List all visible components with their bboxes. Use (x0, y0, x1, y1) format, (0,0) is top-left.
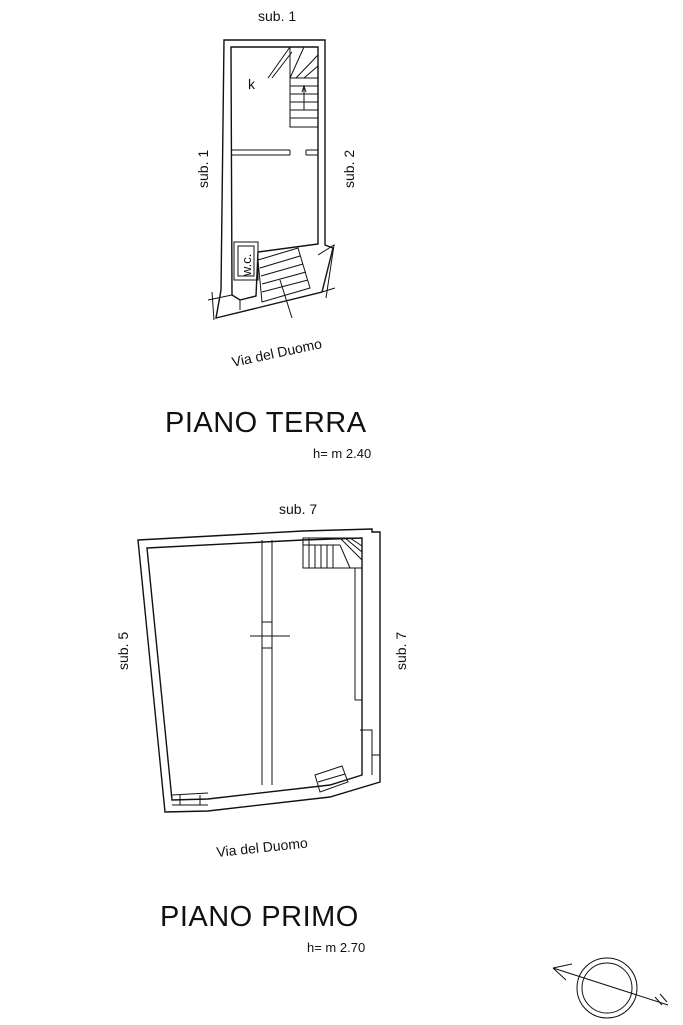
ground-floor-neighbor-right: sub. 2 (341, 150, 357, 188)
first-floor-window-left (171, 792, 209, 806)
north-arrow-icon (552, 957, 669, 1019)
ground-floor-inner-wall (230, 46, 319, 301)
first-floor-central-wall (250, 540, 290, 785)
ground-floor-street: Via del Duomo (230, 335, 323, 370)
ground-floor-neighbor-left: sub. 1 (195, 150, 211, 188)
first-floor-inner-wall (146, 537, 363, 801)
ground-floor-entrance-steps (257, 247, 311, 319)
first-floor-stair (302, 537, 363, 569)
ground-floor-stair-upper (267, 46, 319, 128)
first-floor-height: h= m 2.70 (307, 940, 365, 955)
ground-floor-partition (231, 149, 318, 156)
ground-floor-room-wc: w.c. (239, 254, 254, 277)
ground-floor-title: PIANO TERRA (165, 407, 367, 439)
first-floor-street: Via del Duomo (216, 834, 309, 860)
first-floor-plan: sub. 7 sub. 5 sub. 7 Via del Duomo PIANO… (115, 501, 409, 955)
first-floor-outer-wall (137, 528, 381, 813)
ground-floor-plan: sub. 1 sub. 1 sub. 2 k w.c. Via del Duom… (165, 8, 371, 461)
first-floor-neighbor-right: sub. 7 (393, 632, 409, 670)
first-floor-title: PIANO PRIMO (160, 901, 359, 933)
ground-floor-wc-box (233, 241, 259, 281)
ground-floor-height: h= m 2.40 (313, 446, 371, 461)
first-floor-right-openings (354, 567, 380, 775)
first-floor-neighbor-left: sub. 5 (115, 632, 131, 670)
ground-floor-room-kitchen: k (248, 76, 256, 92)
ground-floor-neighbor-top: sub. 1 (258, 8, 296, 24)
first-floor-window-right (314, 765, 349, 793)
first-floor-neighbor-top: sub. 7 (279, 501, 317, 517)
ground-floor-cut-lines (207, 243, 336, 321)
